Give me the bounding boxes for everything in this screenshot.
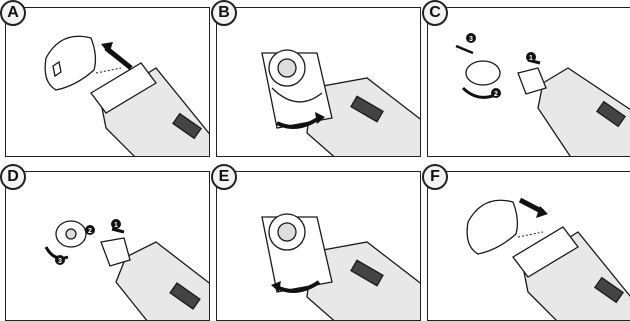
panel-e: [216, 171, 421, 321]
step-label-e: E: [211, 164, 237, 190]
step-label-d: D: [0, 164, 26, 190]
step-label-f: F: [422, 164, 448, 190]
callout-3: 3: [58, 258, 62, 265]
callout-3: 3: [469, 36, 473, 43]
arrow-in: [112, 229, 124, 232]
accessory-disc: [466, 61, 500, 85]
panel-a: [5, 7, 210, 157]
panel-f: [427, 171, 630, 321]
panel-a-illustration: [6, 8, 210, 157]
panel-e-illustration: [217, 172, 421, 321]
tool-body: [116, 242, 210, 321]
cover-cap: [45, 36, 95, 90]
panel-b: [216, 7, 421, 157]
panel-b-illustration: [217, 8, 421, 157]
arrow-left: [456, 46, 473, 53]
panel-d: 1 2 3: [5, 171, 210, 321]
panel-c-illustration: 1 2 3: [428, 8, 630, 157]
step-label-c: C: [422, 0, 448, 26]
tool-shaft: [101, 238, 130, 266]
callout-2: 2: [494, 91, 498, 98]
panel-f-illustration: [428, 172, 630, 321]
step-label-a: A: [0, 0, 26, 26]
cover-cap: [467, 200, 517, 254]
dashed-guide: [518, 232, 543, 237]
step-label-b: B: [211, 0, 237, 26]
panel-d-illustration: 1 2 3: [6, 172, 210, 321]
callout-1: 1: [529, 55, 533, 62]
callout-1: 1: [114, 222, 118, 229]
callout-2: 2: [88, 228, 92, 235]
dashed-guide: [96, 68, 121, 73]
panel-c: 1 2 3: [427, 7, 630, 157]
